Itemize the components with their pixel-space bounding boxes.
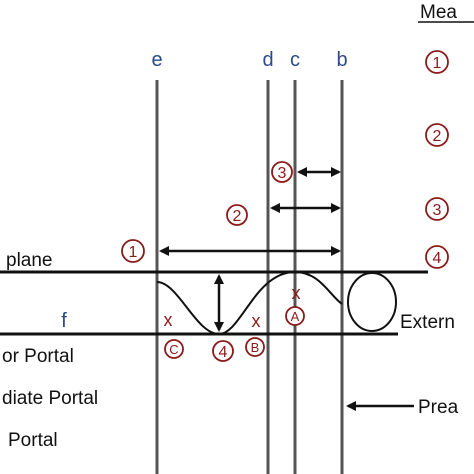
marker-A: A [285, 306, 305, 326]
portal-label-row2: diate Portal [2, 388, 98, 409]
portal-label-row3: Portal [8, 430, 58, 451]
marker-2: 2 [226, 204, 248, 226]
line-label-f: f [61, 310, 67, 332]
loop-oval [347, 272, 397, 332]
svg-text:3: 3 [278, 165, 287, 182]
line-label-c: c [290, 49, 300, 71]
x-mark-right: x [292, 283, 301, 303]
svg-text:C: C [169, 342, 178, 357]
marker-C: C [164, 339, 184, 359]
legend-item-1: 1 [425, 50, 449, 74]
x-mark-middle: x [252, 311, 261, 331]
svg-text:A: A [291, 309, 300, 324]
svg-text:4: 4 [219, 344, 228, 361]
svg-text:1: 1 [433, 55, 442, 72]
x-mark-left: x [164, 310, 173, 330]
svg-text:2: 2 [433, 128, 442, 145]
marker-4: 4 [212, 340, 234, 362]
portal-label-row1: or Portal [2, 346, 74, 367]
legend-item-2: 2 [425, 123, 449, 147]
marker-1: 1 [121, 239, 145, 263]
svg-text:2: 2 [233, 208, 242, 225]
prea-label: Prea [418, 397, 459, 418]
legend-item-3: 3 [425, 197, 449, 221]
svg-text:1: 1 [129, 244, 138, 261]
measure-header: Mea [420, 2, 457, 23]
svg-text:4: 4 [433, 250, 442, 267]
svg-text:3: 3 [433, 202, 442, 219]
line-label-d: d [262, 49, 273, 71]
marker-B: B [245, 337, 265, 357]
extern-label: Extern [400, 312, 455, 333]
wave-curve [156, 270, 343, 336]
plane-label: plane [6, 250, 53, 271]
legend-item-4: 4 [425, 245, 449, 269]
line-label-e: e [151, 49, 162, 71]
svg-text:B: B [251, 340, 260, 355]
marker-3: 3 [271, 161, 293, 183]
line-label-b: b [336, 49, 347, 71]
